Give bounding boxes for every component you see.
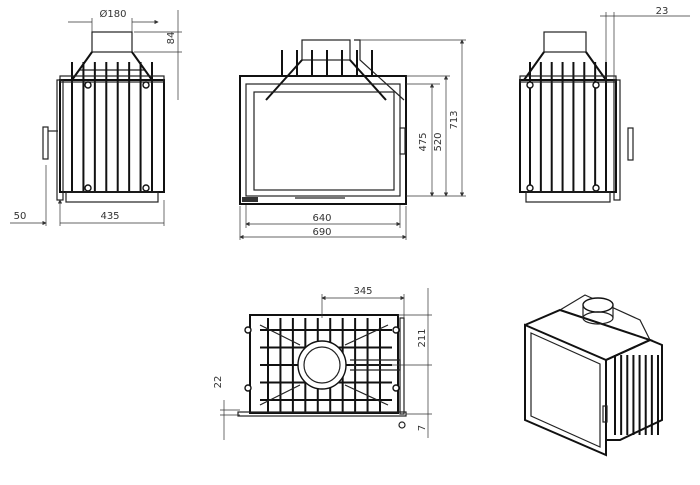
dim-flue-offset-side: 23: [656, 6, 669, 17]
dim-flue-offset-top: 345: [353, 286, 372, 297]
top-view: [237, 314, 407, 429]
dim-glass-width: 640: [312, 213, 331, 224]
door-handle-icon: [399, 127, 406, 155]
dim-frame-offset: 22: [213, 376, 224, 389]
dim-side-offset: 50: [14, 211, 27, 222]
side-view-left: [42, 31, 165, 203]
door-handle-icon: [627, 127, 634, 161]
dim-door-height: 520: [433, 132, 444, 151]
door-handle-icon: [42, 126, 49, 160]
dim-flue-diameter: Ø180: [100, 8, 127, 20]
dimension-labels: Ø180 84 50 435 640 690 475 520 713 23 34…: [14, 6, 669, 431]
side-view-right: [519, 31, 634, 203]
isometric-view: [524, 294, 663, 457]
dim-flue-height: 84: [166, 32, 177, 45]
dim-glass-height: 475: [418, 132, 429, 151]
front-view: [239, 39, 407, 205]
dim-depth: 435: [100, 211, 119, 222]
dimension-lines: [10, 10, 690, 440]
dim-total-width: 690: [312, 227, 331, 238]
dim-total-height: 713: [449, 110, 460, 129]
dim-frame-thickness: 7: [417, 425, 428, 431]
dim-flue-center-depth: 211: [417, 328, 428, 347]
